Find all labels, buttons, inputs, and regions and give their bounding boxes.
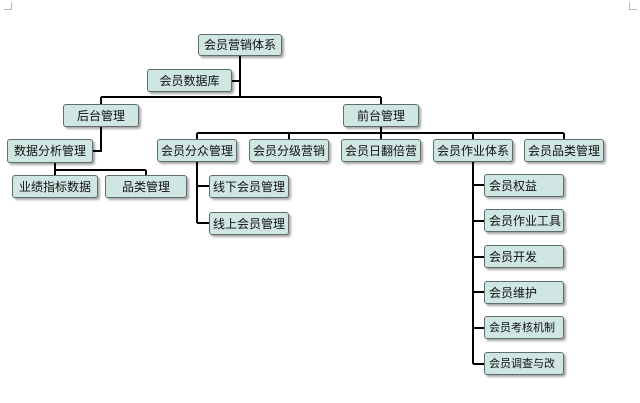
node-member-database: 会员数据库	[147, 69, 232, 92]
node-member-marketing-system: 会员营销体系	[198, 34, 282, 56]
node-offline-member-management: 线下会员管理	[209, 175, 289, 198]
node-member-development: 会员开发	[484, 245, 564, 268]
node-member-rights: 会员权益	[484, 174, 564, 197]
node-data-analysis: 数据分析管理	[7, 139, 93, 163]
page-corner-mark-right	[629, 2, 637, 10]
connector-analysis-bus	[54, 163, 146, 171]
node-member-tools: 会员作业工具	[484, 209, 564, 232]
node-member-day-double: 会员日翻倍营	[341, 139, 421, 162]
node-kpi-data: 业绩指标数据	[12, 175, 98, 198]
node-member-tier-marketing: 会员分级营销	[249, 139, 329, 162]
page-corner-mark-left	[4, 2, 12, 10]
node-back-office: 后台管理	[63, 104, 139, 127]
connector-back-office	[93, 127, 102, 152]
node-member-operation-system: 会员作业体系	[433, 139, 513, 162]
node-category-management: 品类管理	[105, 175, 187, 198]
node-member-survey: 会员调查与改	[484, 352, 564, 375]
node-member-category-management: 会员品类管理	[524, 139, 604, 162]
node-member-maintenance: 会员维护	[484, 281, 564, 304]
node-member-segmentation: 会员分众管理	[157, 139, 237, 162]
node-online-member-management: 线上会员管理	[209, 212, 289, 235]
node-member-assessment: 会员考核机制	[484, 316, 564, 339]
node-front-office: 前台管理	[343, 104, 419, 127]
